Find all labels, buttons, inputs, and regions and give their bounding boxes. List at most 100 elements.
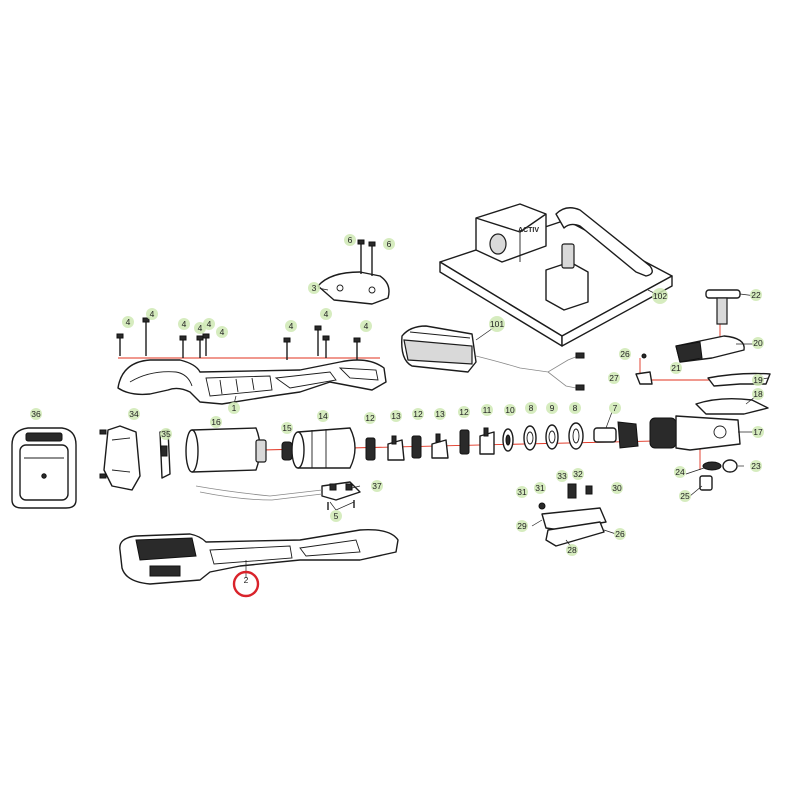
motor-can [185,427,267,473]
svg-text:31: 31 [535,483,545,493]
cutting-blades [675,289,771,415]
callout-15: 15 [281,422,293,434]
svg-text:3: 3 [312,283,317,293]
svg-text:5: 5 [334,511,339,521]
svg-text:26: 26 [615,529,625,539]
svg-text:30: 30 [612,483,622,493]
callout-28: 28 [566,544,578,556]
trigger-assembly [538,353,653,547]
callout-31b: 31 [534,482,546,494]
svg-text:35: 35 [161,429,171,439]
callout-4b: 4 [146,308,158,320]
planetary-gear-stack [365,422,584,461]
svg-text:4: 4 [198,323,203,333]
housing-screws [116,317,361,360]
svg-text:102: 102 [653,291,667,301]
gear-housing [291,427,356,469]
callout-102: 102 [652,288,668,304]
callout-29: 29 [516,520,528,532]
svg-text:10: 10 [505,405,515,415]
callout-17: 17 [752,426,764,438]
svg-text:19: 19 [753,375,763,385]
svg-text:20: 20 [753,338,763,348]
brand-logo: ACTIV [518,227,539,234]
callout-36: 36 [30,408,42,420]
svg-text:4: 4 [126,317,131,327]
upper-housing-shell [117,359,387,405]
callout-13a: 13 [390,410,402,422]
callout-4e: 4 [203,318,215,330]
callout-8b: 8 [569,402,581,414]
callout-6a: 6 [344,234,356,246]
callout-24: 24 [674,466,686,478]
callout-1: 1 [228,402,240,414]
callout-33: 33 [556,470,568,482]
callout-34: 34 [128,408,140,420]
pivot-hardware [699,459,738,491]
callout-22: 22 [750,289,762,301]
callout-4h: 4 [320,308,332,320]
callout-16: 16 [210,416,222,428]
cover-plate [317,239,390,305]
svg-text:4: 4 [150,309,155,319]
svg-text:11: 11 [483,405,492,415]
svg-text:4: 4 [182,319,187,329]
svg-text:14: 14 [318,411,328,421]
callout-26a: 26 [619,348,631,360]
svg-text:32: 32 [573,469,583,479]
callout-30: 30 [611,482,623,494]
svg-text:9: 9 [550,403,555,413]
svg-text:7: 7 [613,403,618,413]
callout-23: 23 [750,460,762,472]
callout-101: 101 [489,316,505,332]
callout-13b: 13 [434,408,446,420]
svg-text:12: 12 [459,407,469,417]
svg-text:4: 4 [289,321,294,331]
callout-37: 37 [371,480,383,492]
blade-head [649,415,741,451]
callout-32: 32 [572,468,584,480]
svg-text:1: 1 [232,403,237,413]
svg-text:8: 8 [529,403,534,413]
sharpening-stand: ACTIV [439,203,673,347]
lower-housing-shell [119,529,399,585]
callout-3: 3 [308,282,320,294]
callout-4f: 4 [216,326,228,338]
highlight-ring [232,570,260,598]
callout-12a: 12 [364,412,376,424]
battery-contact-plate [99,425,171,491]
svg-text:24: 24 [675,467,685,477]
callout-27: 27 [608,372,620,384]
svg-text:23: 23 [751,461,761,471]
svg-text:13: 13 [435,409,445,419]
callout-4i: 4 [360,320,372,332]
battery-charger [401,325,585,391]
callout-8a: 8 [525,402,537,414]
callout-2-label: 2 [244,575,249,585]
callout-4c: 4 [178,318,190,330]
svg-text:4: 4 [207,319,212,329]
callout-18: 18 [752,388,764,400]
callout-21: 21 [670,362,682,374]
svg-text:37: 37 [372,481,382,491]
callout-10: 10 [504,404,516,416]
svg-text:15: 15 [282,423,292,433]
svg-text:33: 33 [557,471,567,481]
svg-text:26: 26 [620,349,630,359]
svg-text:25: 25 [680,491,690,501]
callout-9: 9 [546,402,558,414]
svg-text:4: 4 [220,327,225,337]
drive-shaft [593,421,639,449]
svg-text:27: 27 [609,373,619,383]
callout-4g: 4 [285,320,297,332]
motor-bearing [281,441,293,461]
svg-text:6: 6 [387,239,392,249]
svg-text:36: 36 [31,409,41,419]
svg-text:12: 12 [365,413,375,423]
battery-pack [11,427,77,509]
svg-text:29: 29 [517,521,527,531]
callout-7: 7 [609,402,621,414]
callout-12c: 12 [458,406,470,418]
callout-4a: 4 [122,316,134,328]
